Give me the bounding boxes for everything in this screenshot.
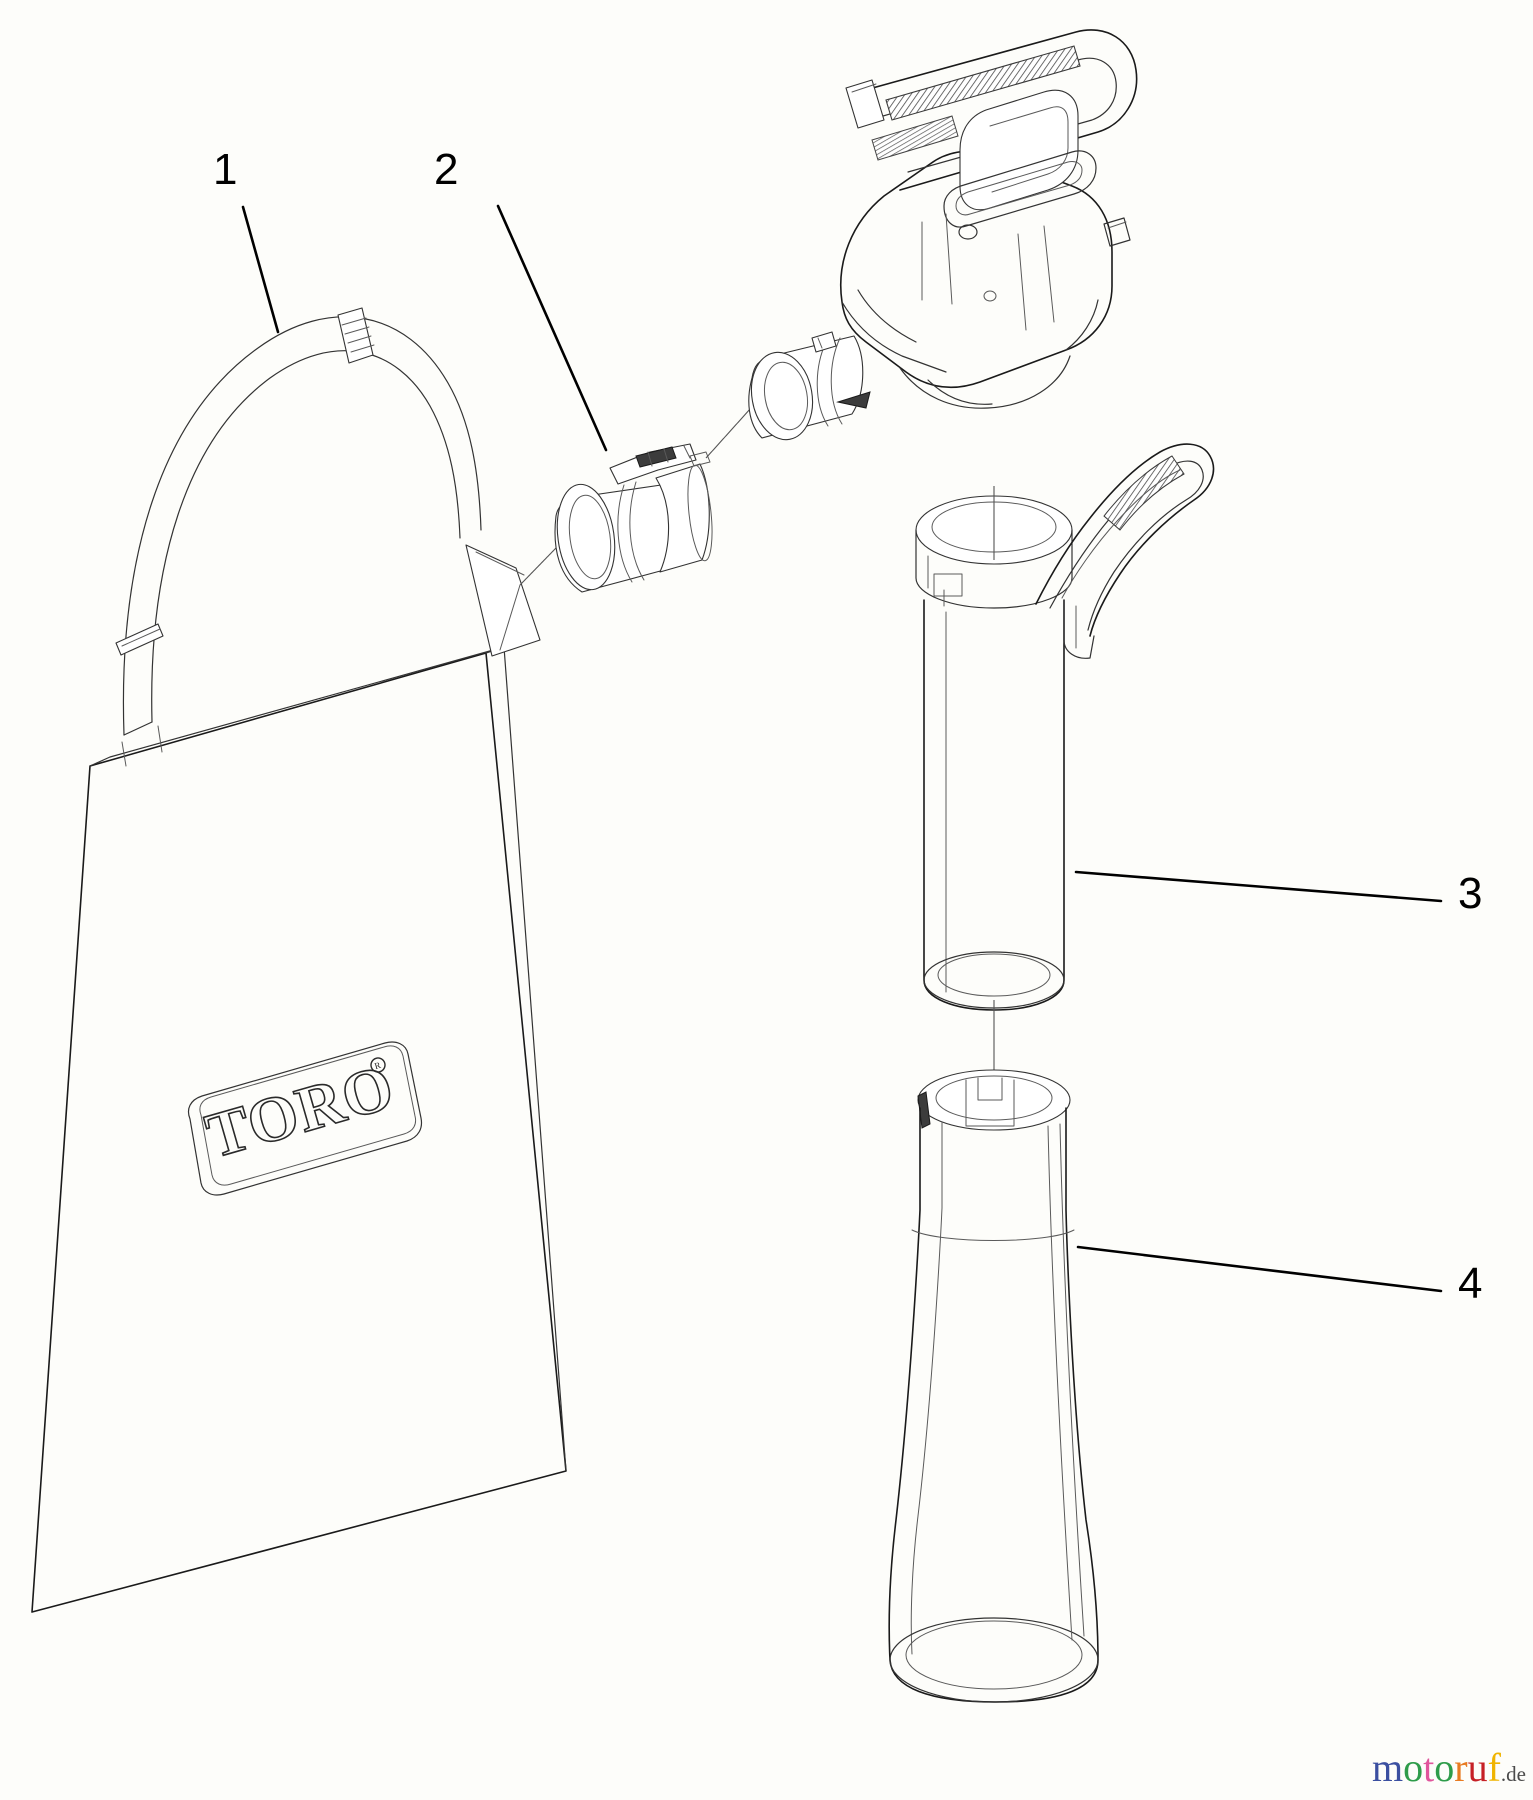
part-upper-vacuum-tube — [915, 443, 1215, 1011]
watermark-letter-t: t — [1423, 1745, 1435, 1790]
callout-number-1: 1 — [213, 145, 238, 194]
leader-line-3 — [1074, 870, 1443, 903]
svg-text:R: R — [373, 1060, 382, 1071]
callout-number-3: 3 — [1458, 869, 1483, 918]
leader-line-1 — [241, 205, 280, 334]
part-lower-vacuum-tube — [888, 1069, 1099, 1703]
callout-number-2: 2 — [434, 145, 459, 194]
watermark-tld: .de — [1500, 1762, 1526, 1786]
leader-line-2 — [496, 204, 608, 452]
watermark-letter-m: m — [1372, 1745, 1404, 1790]
motoruf-watermark: motoruf.de — [1372, 1748, 1526, 1788]
leader-line-4 — [1076, 1245, 1443, 1293]
strap-buckle-top — [337, 307, 375, 364]
adapter-latch — [609, 443, 697, 485]
watermark-letter-u: u — [1467, 1745, 1488, 1790]
blower-outlet-tube — [748, 331, 871, 441]
watermark-letter-f: f — [1487, 1745, 1501, 1790]
blower-housing-unit — [840, 29, 1138, 409]
callout-number-4: 4 — [1458, 1259, 1483, 1308]
toro-logo-badge: TORO R — [187, 1041, 423, 1196]
part-bag-adapter — [554, 443, 713, 593]
watermark-letter-o1: o — [1403, 1745, 1424, 1790]
strap-buckle-lower — [115, 623, 164, 656]
part-vacuum-bag: TORO R — [31, 307, 567, 1613]
watermark-letter-r: r — [1454, 1745, 1468, 1790]
watermark-letter-o2: o — [1434, 1745, 1455, 1790]
control-slot — [943, 150, 1097, 228]
trigger-lever — [959, 89, 1079, 211]
bag-collar-flap — [465, 544, 541, 657]
